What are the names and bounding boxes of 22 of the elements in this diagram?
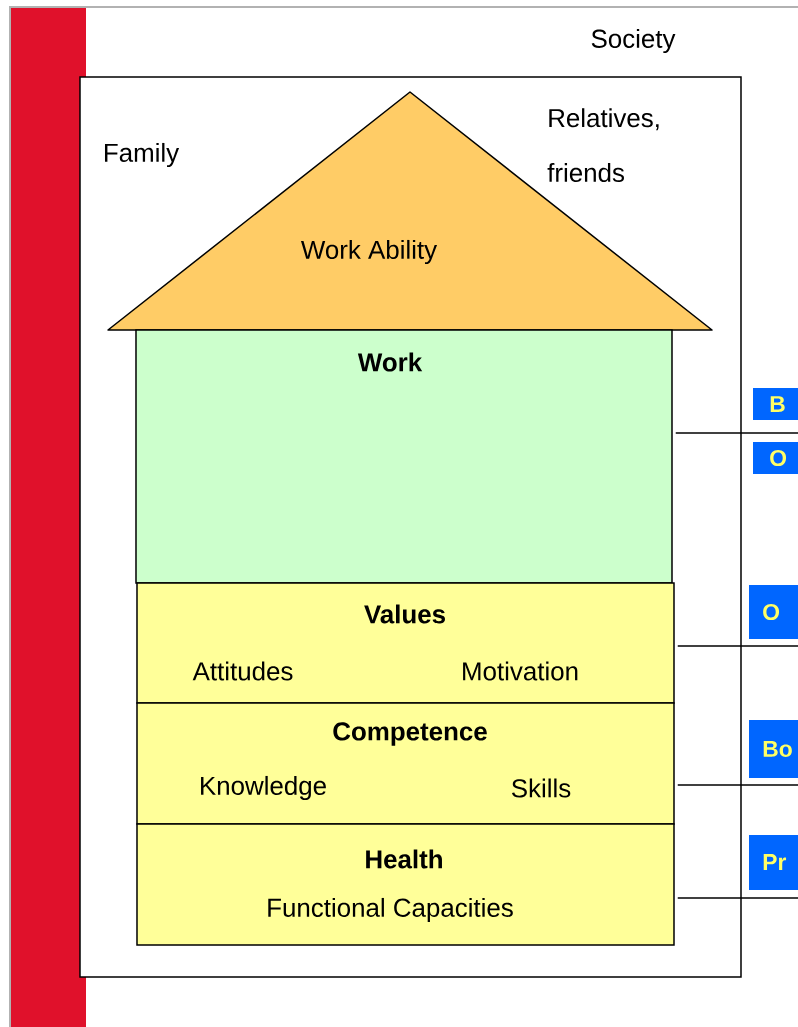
label: Pr <box>763 854 787 870</box>
heading: Values <box>364 604 445 624</box>
heading: Work <box>357 352 423 372</box>
label: O <box>763 603 780 621</box>
label: Functional Capacities <box>268 897 513 923</box>
label: Motivation <box>463 661 578 681</box>
label: Skills <box>511 778 571 798</box>
connector-line <box>677 645 798 647</box>
connector-line <box>677 897 798 899</box>
connector-line <box>677 784 798 786</box>
label: B <box>770 396 785 412</box>
label: Knowledge <box>201 775 326 801</box>
label: Bo <box>763 741 792 757</box>
heading: Society <box>591 28 676 54</box>
label: Relatives, friends <box>547 108 659 182</box>
label: Family <box>105 142 180 168</box>
heading: Competence <box>333 722 487 746</box>
connector-line <box>675 432 798 434</box>
label: Attitudes <box>192 661 293 681</box>
label: O <box>770 449 787 467</box>
heading: Health <box>366 849 442 869</box>
label: Work Ability <box>301 239 438 265</box>
